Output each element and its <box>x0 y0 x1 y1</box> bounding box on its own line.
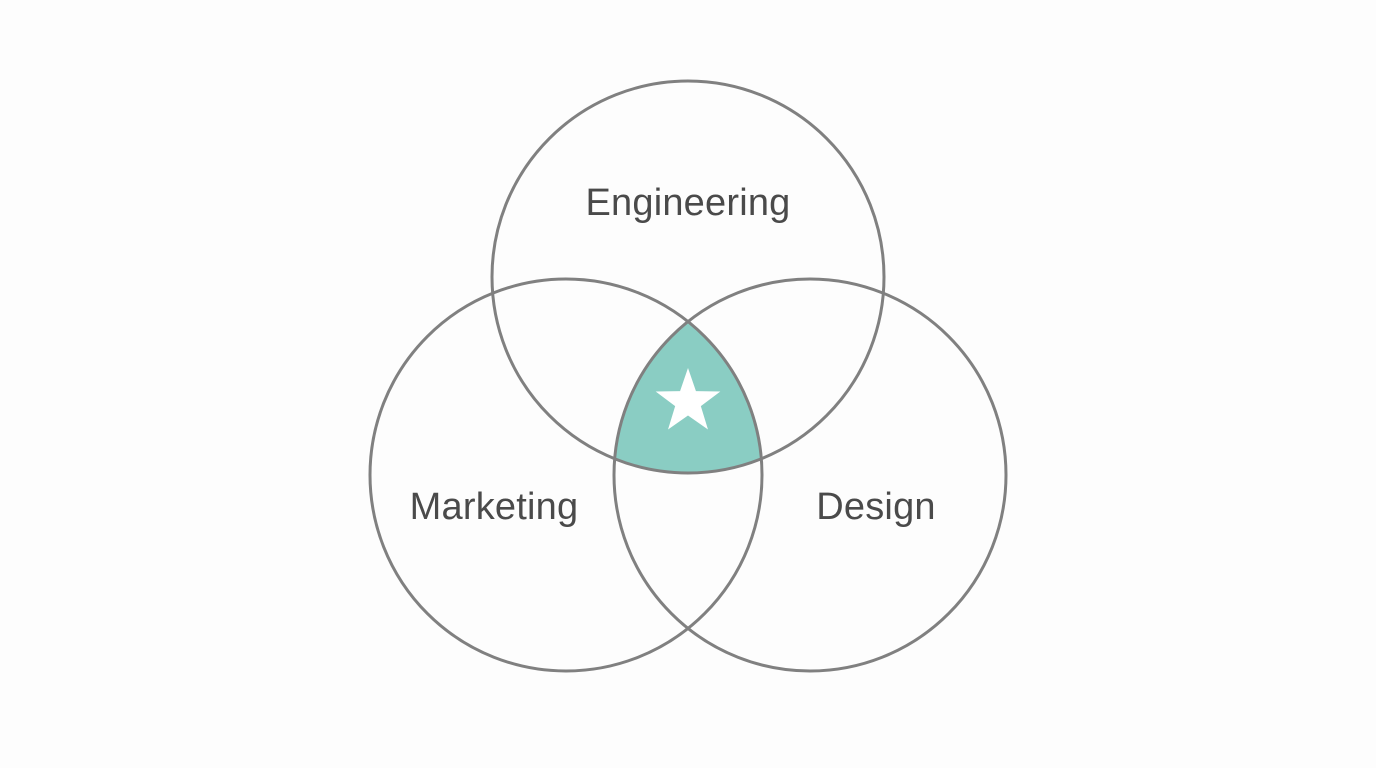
star-icon <box>655 368 721 430</box>
circle-engineering[interactable] <box>490 79 886 475</box>
circle-design[interactable] <box>612 277 1008 673</box>
label-engineering: Engineering <box>585 182 790 224</box>
label-marketing: Marketing <box>410 486 579 528</box>
circle-marketing[interactable] <box>368 277 764 673</box>
label-design: Design <box>816 486 936 528</box>
